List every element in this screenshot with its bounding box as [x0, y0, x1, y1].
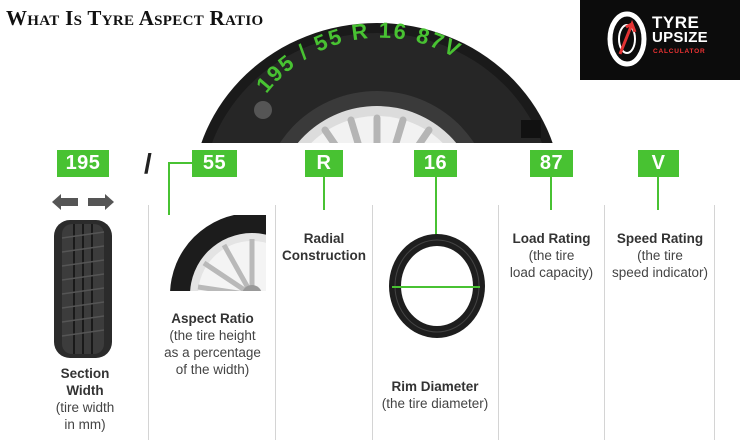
label-radial-construction: Radial Construction — [276, 230, 372, 264]
connector-line-aspect — [168, 162, 170, 230]
code-slash: / — [144, 148, 152, 179]
tyre-upsize-calculator-logo — [580, 0, 740, 80]
label-speed-rating: Speed Rating (the tire speed indicator) — [605, 230, 715, 281]
rim-diameter-line — [392, 286, 480, 288]
label-title: Speed Rating — [616, 231, 704, 246]
code-box-construction: R — [305, 150, 343, 177]
label-title: Radial — [303, 231, 345, 246]
label-title: Rim Diameter — [391, 379, 479, 394]
code-box-rim: 16 — [414, 150, 457, 177]
connector-line-construction — [323, 177, 325, 210]
label-sub: in mm) — [64, 417, 106, 432]
column-divider — [372, 205, 373, 440]
label-title: Section — [60, 366, 110, 381]
logo-text: TYRE — [652, 13, 700, 32]
connector-line-speed — [657, 177, 659, 210]
label-title: Construction — [282, 248, 366, 263]
column-divider — [714, 205, 715, 440]
label-sub: (the tire diameter) — [381, 396, 489, 411]
label-sub: (the tire — [528, 248, 575, 263]
column-divider — [148, 205, 149, 440]
code-box-width: 195 — [57, 150, 109, 177]
connector-line-rim — [435, 177, 437, 289]
label-sub: as a percentage — [164, 345, 261, 360]
connector-line-load — [550, 177, 552, 210]
code-box-load: 87 — [530, 150, 573, 177]
tyre-sidewall-illustration: 195 / 55 R 16 87V — [201, 18, 553, 143]
connector-line-aspect — [168, 162, 192, 164]
width-arrows-icon — [52, 194, 114, 210]
wheel-aspect-image — [164, 215, 266, 291]
code-box-speed: V — [638, 150, 679, 177]
label-load-rating: Load Rating (the tire load capacity) — [499, 230, 604, 281]
label-sub: speed indicator) — [611, 265, 709, 280]
page-title: What Is Tyre Aspect Ratio — [6, 6, 264, 30]
label-section-width: Section Width (tire width in mm) — [30, 365, 140, 433]
label-sub: (the tire height — [169, 328, 256, 343]
logo-text: UPSIZE — [652, 29, 708, 46]
column-divider — [604, 205, 605, 440]
label-sub: load capacity) — [509, 265, 594, 280]
label-rim-diameter: Rim Diameter (the tire diameter) — [373, 378, 497, 412]
label-sub: of the width) — [175, 362, 250, 377]
label-aspect-ratio: Aspect Ratio (the tire height as a perce… — [150, 310, 275, 378]
label-title: Width — [66, 383, 104, 398]
logo-subtext: CALCULATOR — [653, 48, 706, 55]
label-sub: (tire width — [55, 400, 115, 415]
label-title: Aspect Ratio — [171, 311, 254, 326]
column-divider — [275, 205, 276, 440]
tyre-tread-image — [54, 220, 112, 358]
tyre-logo-icon — [607, 11, 647, 67]
label-sub: (the tire — [637, 248, 683, 263]
code-box-aspect: 55 — [192, 150, 237, 177]
label-title: Load Rating — [512, 231, 591, 246]
column-divider — [498, 205, 499, 440]
